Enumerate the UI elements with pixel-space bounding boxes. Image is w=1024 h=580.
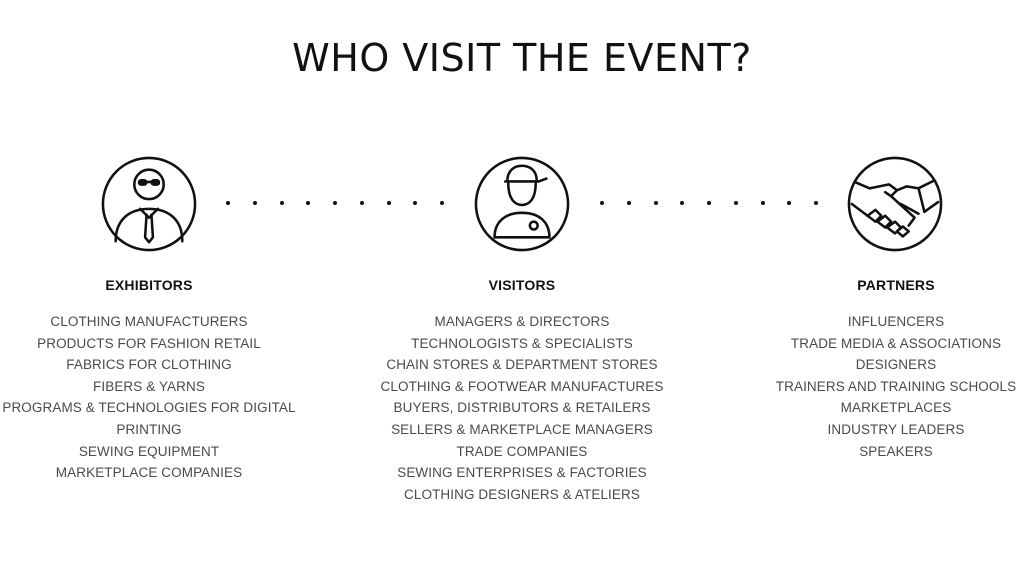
page-title: WHO VISIT THE EVENT?: [292, 36, 752, 81]
dot: [226, 201, 230, 205]
list-item: CHAIN STORES & DEPARTMENT STORES: [386, 357, 658, 373]
list-item: PRINTING: [116, 421, 182, 437]
dot: [653, 201, 658, 205]
visitors-list: MANAGERS & DIRECTORS TECHNOLOGISTS & SPE…: [375, 311, 669, 505]
list-item: FABRICS FOR CLOTHING: [66, 357, 232, 373]
dot: [680, 201, 685, 205]
dot: [600, 201, 604, 205]
list-item: SEWING EQUIPMENT: [78, 443, 220, 459]
exhibitors-list: CLOTHING MANUFACTURERS PRODUCTS FOR FASH…: [2, 311, 296, 484]
exhibitors-column: EXHIBITORS CLOTHING MANUFACTURERS PRODUC…: [2, 275, 296, 484]
list-item: FIBERS & YARNS: [93, 378, 205, 394]
list-item: SPEAKERS: [859, 443, 933, 459]
dotted-connector-left: [226, 198, 444, 208]
partners-list: INFLUENCERS TRADE MEDIA & ASSOCIATIONS D…: [750, 311, 1024, 462]
list-item: INDUSTRY LEADERS: [827, 421, 965, 437]
dot: [440, 201, 444, 205]
dot: [733, 201, 738, 205]
list-item: DESIGNERS: [855, 357, 937, 373]
list-item: TRAINERS AND TRAINING SCHOOLS: [775, 378, 1017, 394]
dot: [707, 201, 711, 205]
list-item: PROGRAMS & TECHNOLOGIES FOR DIGITAL: [2, 400, 296, 416]
list-item: PRODUCTS FOR FASHION RETAIL: [37, 335, 261, 351]
list-item: CLOTHING MANUFACTURERS: [50, 314, 248, 329]
dot: [626, 201, 631, 205]
dot: [814, 201, 818, 205]
person-with-tie-icon: [100, 155, 198, 253]
dot: [333, 201, 337, 205]
partners-heading: PARTNERS: [857, 277, 935, 293]
dot: [413, 201, 418, 205]
list-item: CLOTHING & FOOTWEAR MANUFACTURES: [380, 378, 664, 394]
visitors-column: VISITORS MANAGERS & DIRECTORS TECHNOLOGI…: [375, 275, 669, 505]
dot: [306, 201, 311, 205]
exhibitors-heading: EXHIBITORS: [105, 277, 193, 293]
list-item: INFLUENCERS: [847, 314, 945, 329]
list-item: TECHNOLOGISTS & SPECIALISTS: [411, 335, 633, 351]
dot: [386, 201, 391, 205]
handshake-icon: [846, 155, 944, 253]
visitors-heading: VISITORS: [488, 277, 556, 293]
dot: [760, 201, 765, 205]
list-item: TRADE COMPANIES: [456, 443, 588, 459]
dot: [252, 201, 257, 205]
list-item: MARKETPLACE COMPANIES: [55, 465, 243, 481]
list-item: MARKETPLACES: [840, 400, 952, 416]
list-item: TRADE MEDIA & ASSOCIATIONS: [790, 335, 1002, 351]
person-with-cap-icon: [473, 155, 571, 253]
list-item: SEWING ENTERPRISES & FACTORIES: [397, 465, 647, 481]
dotted-connector-right: [600, 198, 818, 208]
dot: [279, 201, 284, 205]
list-item: CLOTHING DESIGNERS & ATELIERS: [404, 486, 640, 502]
dot: [787, 201, 792, 205]
partners-column: PARTNERS INFLUENCERS TRADE MEDIA & ASSOC…: [750, 275, 1024, 462]
list-item: MANAGERS & DIRECTORS: [434, 314, 610, 329]
list-item: SELLERS & MARKETPLACE MANAGERS: [391, 421, 653, 437]
dot: [359, 201, 364, 205]
list-item: BUYERS, DISTRIBUTORS & RETAILERS: [393, 400, 651, 416]
